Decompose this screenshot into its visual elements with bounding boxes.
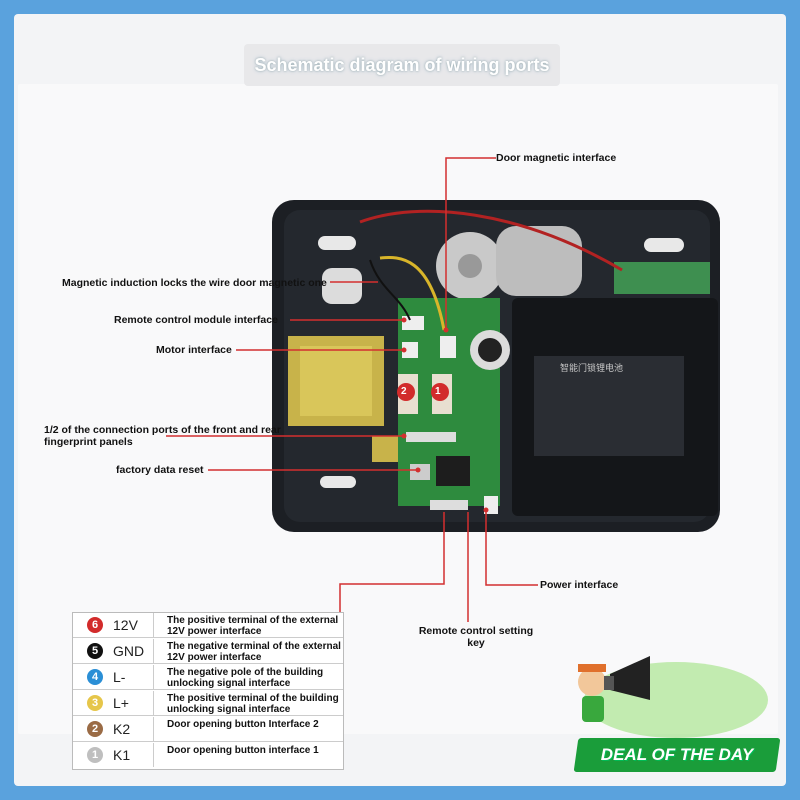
legend-divider (153, 743, 154, 767)
pin-name: K1 (113, 747, 131, 763)
remote-module-pcb (614, 262, 710, 294)
pin-description: The positive terminal of the building un… (167, 693, 339, 715)
legend-divider (153, 639, 154, 663)
pin-name: 12V (113, 617, 138, 633)
legend-row: 3 L+ The positive terminal of the building… (73, 691, 343, 716)
connector-motor (402, 342, 418, 358)
board-pin-2-label: 2 (401, 386, 407, 397)
pin-description: The positive terminal of the external 12… (167, 615, 339, 637)
pin-description: The negative pole of the building unlock… (167, 667, 324, 689)
legend-divider (153, 691, 154, 715)
pin-legend-table: 6 12V The positive terminal of the externa… (72, 612, 344, 770)
label-power-interface: Power interface (540, 579, 619, 591)
label-remote-setting-key: Remote control setting key (418, 625, 534, 649)
legend-row: 6 12V The positive terminal of the externa… (73, 613, 343, 638)
pin-name: K2 (113, 721, 131, 737)
label-factory-reset: factory data reset (116, 464, 204, 476)
legend-divider (153, 665, 154, 689)
label-motor-interface: Motor interface (156, 344, 232, 356)
mount-hole-right (644, 238, 684, 252)
callout-lines (166, 157, 538, 622)
port-1-badge (431, 383, 449, 401)
page-title: Schematic diagram of wiring ports (254, 55, 550, 75)
pin-description: The negative terminal of the external 12… (167, 641, 341, 663)
magnetic-sensor (322, 268, 362, 304)
pin-name: L- (113, 669, 126, 685)
connector-panels (406, 432, 456, 442)
battery-label: 智能门锁锂电池 (560, 363, 624, 373)
pin-number-badge: 3 (87, 695, 103, 711)
mount-hole-left (318, 236, 356, 250)
motor-body (496, 226, 582, 296)
legend-row: 2 K2 Door opening button Interface 2 (73, 717, 343, 742)
pin-number-badge: 4 (87, 669, 103, 685)
remote-setting-key (430, 500, 468, 510)
reset-button (410, 464, 430, 480)
deal-badge-text: DEAL OF THE DAY (600, 745, 754, 764)
title-bar (244, 44, 560, 86)
legend-divider (153, 717, 154, 741)
label-magnetic-induction: Magnetic induction locks the wire door m… (62, 277, 327, 289)
label-remote-control-module: Remote control module interface (114, 314, 278, 326)
label-connection-ports: 1/2 of the connection ports of the front… (44, 424, 281, 448)
wire-yellow (379, 256, 446, 331)
board-pin-1-label: 1 (435, 386, 441, 397)
pin-name: GND (113, 643, 145, 659)
legend-row: 5 GND The negative terminal of the externa… (73, 639, 343, 664)
pin-description: Door opening button interface 1 (167, 745, 319, 756)
legend-row: 4 L- The negative pole of the building unl… (73, 665, 343, 690)
pin-number-badge: 6 (87, 617, 103, 633)
wire-black (369, 259, 411, 321)
connector-door-magnetic (440, 336, 456, 358)
pin-description: Door opening button Interface 2 (167, 719, 319, 730)
legend-divider (153, 613, 154, 637)
connector-remote-module (402, 316, 424, 330)
label-door-magnetic-interface: Door magnetic interface (496, 152, 617, 164)
pin-number-badge: 1 (87, 747, 103, 763)
port-2-badge (397, 383, 415, 401)
pin-number-badge: 2 (87, 721, 103, 737)
mascot-illustration (578, 656, 768, 738)
pin-name: L+ (113, 695, 129, 711)
wire-red (359, 209, 623, 272)
pin-number-badge: 5 (87, 643, 103, 659)
legend-row: 1 K1 Door opening button interface 1 (73, 743, 343, 767)
chip (436, 456, 470, 486)
mount-hole-bottom (320, 476, 356, 488)
